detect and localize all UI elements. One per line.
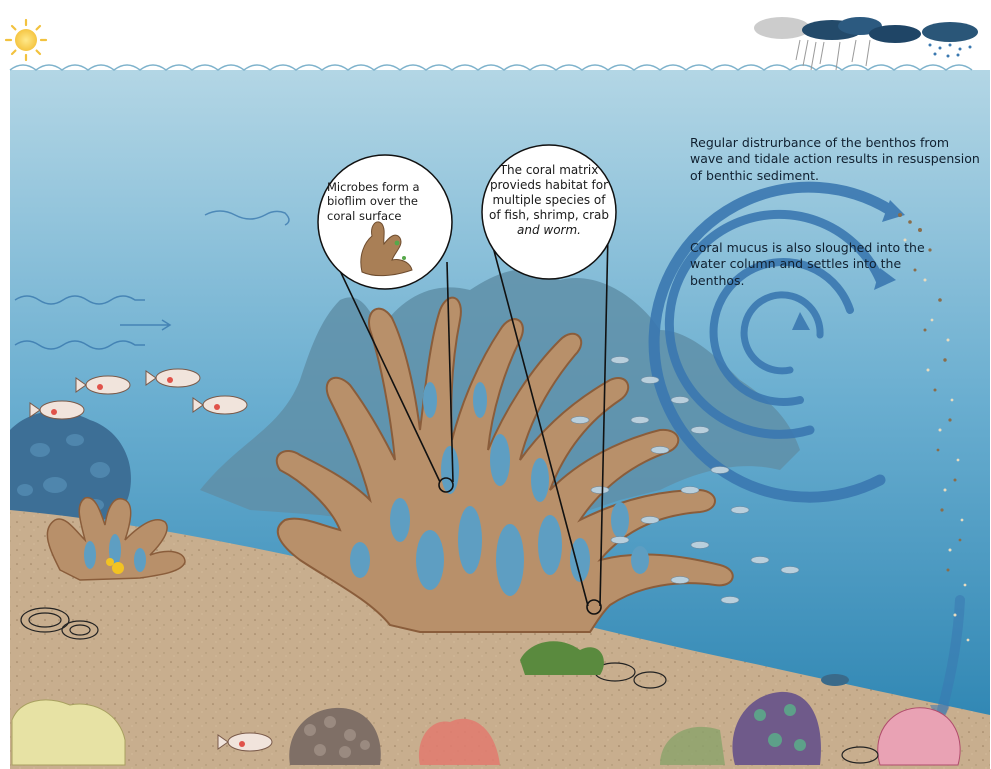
habitat-callout-line-5: and worm. xyxy=(482,223,616,238)
habitat-callout-line-2: provieds habitat for xyxy=(482,178,616,193)
microbes-callout-text: Microbes form a bioflim over the coral s… xyxy=(327,180,445,223)
mucus-annotation: Coral mucus is also sloughed into the wa… xyxy=(690,240,958,289)
habitat-callout-line-4: of fish, shrimp, crab xyxy=(482,208,616,223)
habitat-callout-text: The coral matrix provieds habitat for mu… xyxy=(482,163,616,238)
sun-icon xyxy=(6,20,46,60)
habitat-callout-line-3: multiple species of xyxy=(482,193,616,208)
disturbance-annotation: Regular distrurbance of the benthos from… xyxy=(690,135,986,184)
habitat-callout-line-1: The coral matrix xyxy=(482,163,616,178)
